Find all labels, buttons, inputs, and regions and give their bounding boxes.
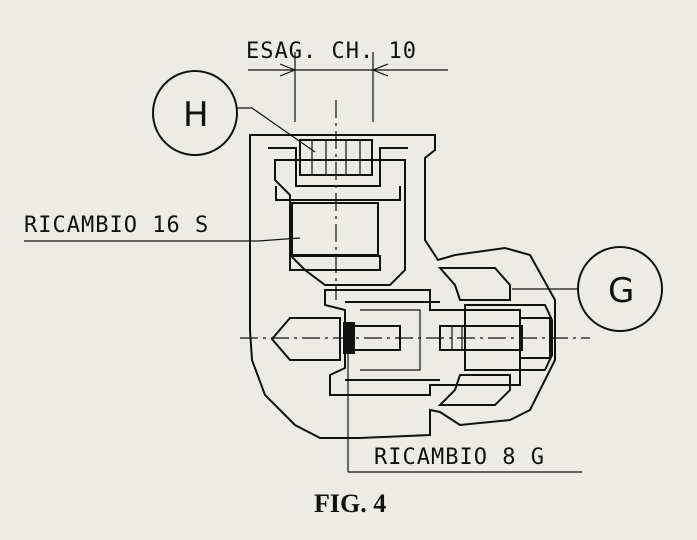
side-cap	[343, 267, 553, 406]
spare-bottom-leader: RICAMBIO 8 G	[347, 335, 582, 473]
figure-caption: FIG. 4	[314, 489, 386, 518]
callout-g-label: G	[608, 271, 634, 311]
callout-g: G	[512, 246, 663, 332]
valve-body	[249, 134, 556, 439]
spare-top-label: RICAMBIO 16 S	[24, 213, 209, 238]
center-lines	[240, 100, 590, 339]
callout-h: H	[152, 70, 316, 156]
spare-bottom-label: RICAMBIO 8 G	[374, 445, 545, 470]
top-cap	[268, 139, 408, 201]
callout-h-label: H	[183, 95, 209, 135]
hex-size-label: ESAG. CH. 10	[246, 39, 417, 64]
hex-dimension: ESAG. CH. 10	[246, 39, 448, 122]
filter-mesh	[289, 202, 381, 271]
spare-top-leader: RICAMBIO 16 S	[24, 213, 301, 242]
